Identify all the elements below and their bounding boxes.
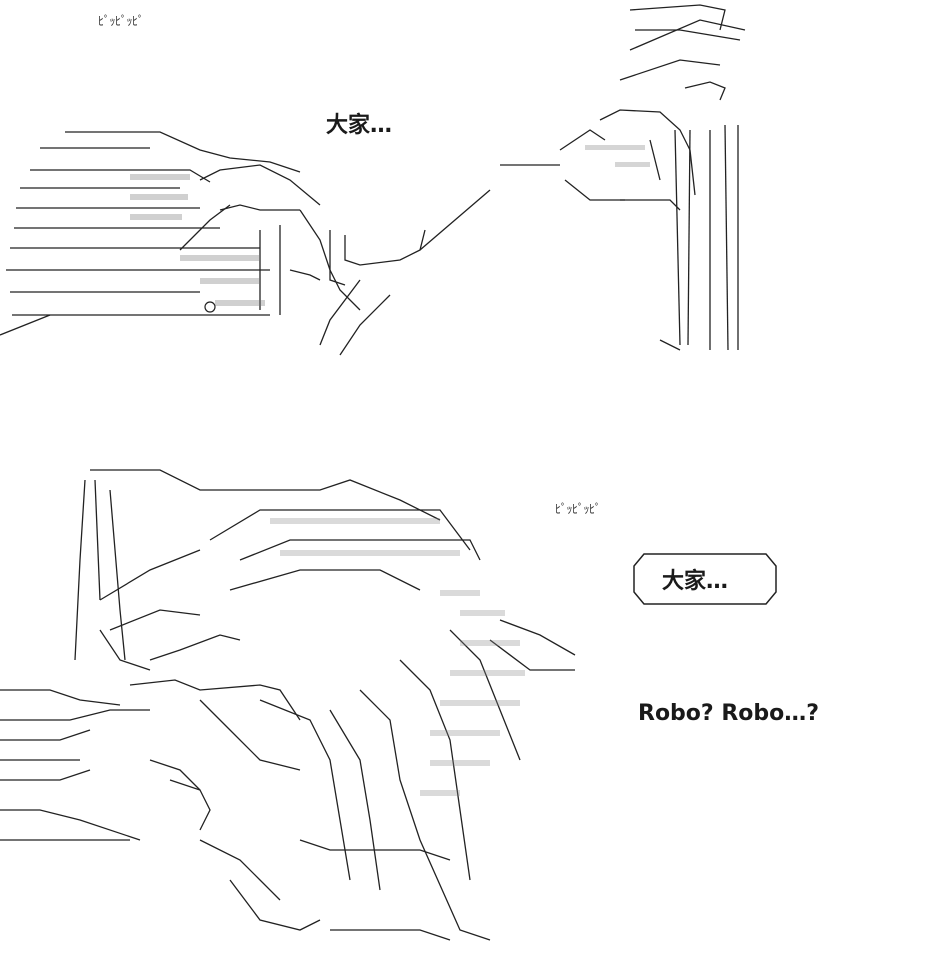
dialogue-robo: Robo? Robo…? [638, 701, 820, 726]
robot-arm-art [420, 4, 746, 351]
dialogue-landlord: 大家… [326, 113, 393, 138]
robot-body-art [0, 469, 576, 941]
bubble-text: 大家… [662, 569, 729, 594]
robot-hand-art [0, 131, 426, 356]
sfx-beep: ﾋﾟｯﾋﾟｯﾋﾟ [555, 502, 601, 516]
speech-bubble: 大家… [632, 552, 778, 606]
sfx-beep: ﾋﾟｯﾋﾟｯﾋﾟ [98, 14, 144, 28]
